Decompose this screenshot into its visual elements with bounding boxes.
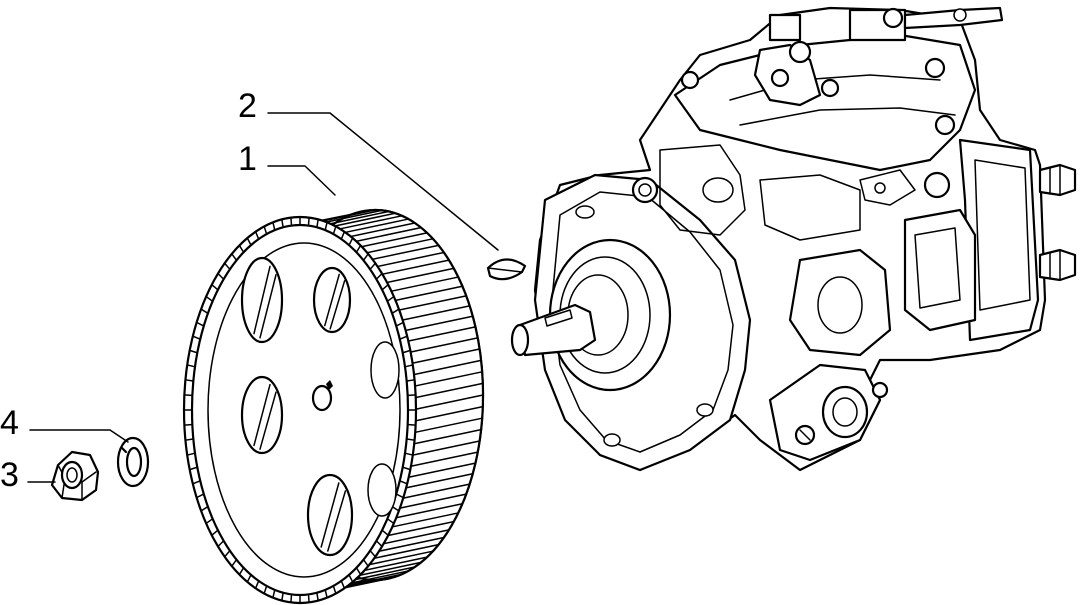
hex-nut-icon xyxy=(50,450,100,502)
callout-4: 4 xyxy=(0,404,19,442)
injection-pump-icon xyxy=(510,6,1077,472)
callout-3: 3 xyxy=(0,456,19,494)
callout-1: 1 xyxy=(238,140,257,178)
toothed-timing-pulley-icon xyxy=(182,208,485,605)
woodruff-key-icon xyxy=(486,258,527,281)
callout-leaders xyxy=(27,112,499,483)
spring-washer-icon xyxy=(116,436,150,488)
callout-2: 2 xyxy=(238,87,257,125)
